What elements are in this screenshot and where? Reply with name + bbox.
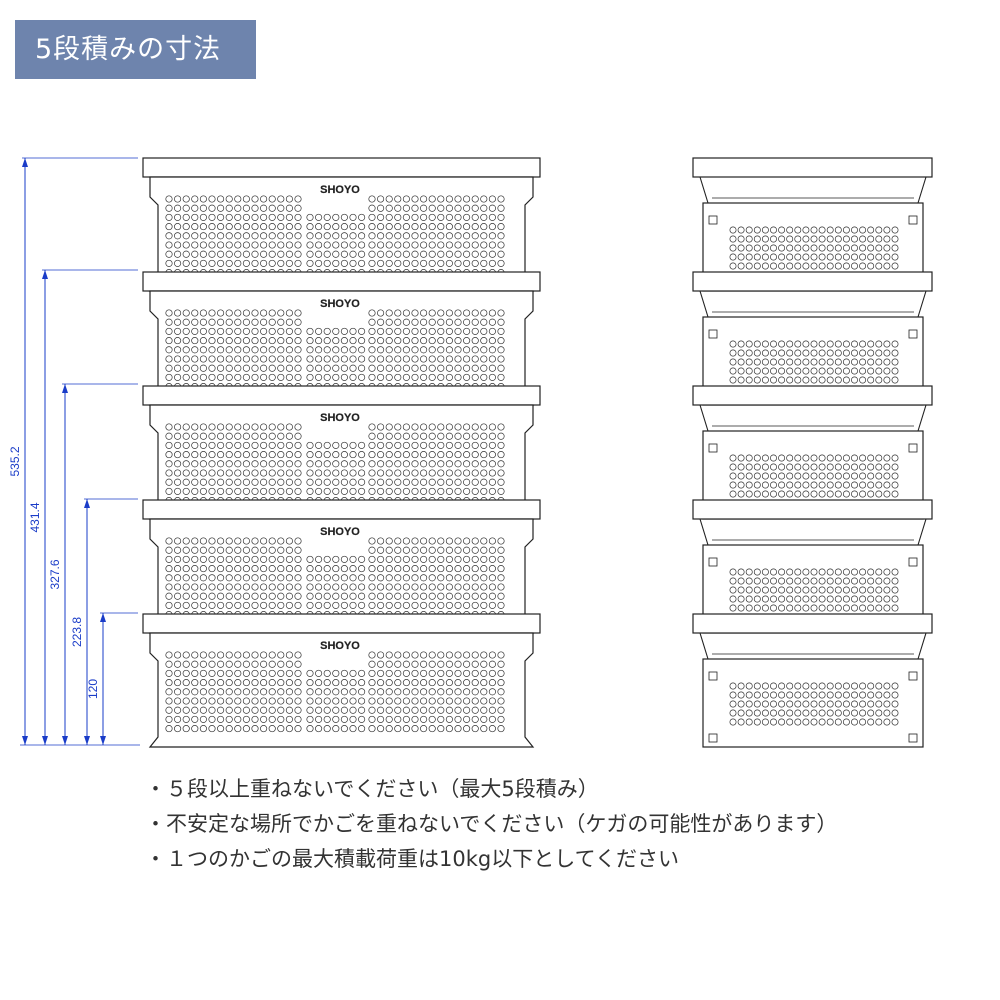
hole-pattern — [729, 226, 899, 270]
handle-slot — [908, 443, 918, 453]
notes-list: ・５段以上重ねないでください（最大5段積み） ・不安定な場所でかごを重ねないでく… — [145, 772, 995, 877]
dimension-lines: 535.2 431.4 327.6 223.8 120 — [8, 157, 140, 746]
handle-slot — [708, 671, 718, 681]
dimension-line: 535.2 — [8, 157, 138, 745]
hole-pattern — [165, 195, 505, 277]
handle-slot — [708, 557, 718, 567]
dimension-label: 431.4 — [28, 502, 42, 532]
dimension-line: 223.8 — [70, 498, 138, 745]
basket-rim — [142, 499, 541, 520]
basket-rim — [692, 271, 933, 292]
dimension-label: 120 — [86, 679, 100, 699]
side-basket — [692, 499, 933, 634]
basket-flare — [699, 518, 927, 546]
hole-pattern — [729, 682, 899, 726]
handle-slot — [708, 329, 718, 339]
side-basket — [692, 157, 933, 292]
handle-slot — [908, 671, 918, 681]
hole-pattern — [729, 340, 899, 384]
basket-body — [702, 658, 924, 748]
hole-pattern — [729, 568, 899, 612]
side-basket — [692, 613, 933, 748]
basket-flare — [699, 176, 927, 204]
note-item: ・１つのかごの最大積載荷重は10kg以下としてください — [145, 847, 679, 871]
handle-slot — [708, 215, 718, 225]
brand-logo: SHOYO — [320, 640, 360, 652]
basket-rim — [692, 157, 933, 178]
note-item: ・不安定な場所でかごを重ねないでください（ケガの可能性があります） — [145, 812, 838, 836]
handle-slot — [908, 733, 918, 743]
front-basket: SHOYO — [142, 499, 541, 634]
handle-slot — [908, 557, 918, 567]
brand-logo: SHOYO — [320, 412, 360, 424]
handle-slot — [908, 329, 918, 339]
handle-slot — [708, 443, 718, 453]
page-title: 5段積みの寸法 — [15, 20, 256, 79]
dimension-label: 223.8 — [70, 617, 84, 647]
brand-logo: SHOYO — [320, 526, 360, 538]
hole-pattern — [729, 454, 899, 498]
basket-rim — [692, 385, 933, 406]
dimension-line: 120 — [86, 612, 138, 745]
side-basket — [692, 385, 933, 520]
basket-rim — [692, 499, 933, 520]
front-basket: SHOYO — [142, 385, 541, 520]
basket-flare — [699, 632, 927, 660]
basket-rim — [142, 385, 541, 406]
front-basket: SHOYO — [142, 271, 541, 406]
dimension-line: 327.6 — [48, 383, 138, 745]
brand-logo: SHOYO — [320, 184, 360, 196]
basket-rim — [142, 271, 541, 292]
side-basket — [692, 271, 933, 406]
dimension-label: 535.2 — [8, 446, 22, 476]
dimension-label: 327.6 — [48, 559, 62, 589]
hole-pattern — [165, 651, 505, 733]
brand-logo: SHOYO — [320, 298, 360, 310]
hole-pattern — [165, 309, 505, 391]
basket-rim — [692, 613, 933, 634]
handle-slot — [708, 733, 718, 743]
basket-flare — [699, 290, 927, 318]
side-view — [692, 157, 933, 748]
handle-slot — [908, 215, 918, 225]
dimension-line: 431.4 — [28, 269, 138, 745]
basket-flare — [699, 404, 927, 432]
basket-rim — [142, 613, 541, 634]
front-basket: SHOYO — [142, 157, 541, 292]
front-view: SHOYO SHOYO SHOYO SHOYO SHOYO — [142, 157, 541, 748]
note-item: ・５段以上重ねないでください（最大5段積み） — [145, 777, 599, 801]
basket-rim — [142, 157, 541, 178]
front-basket: SHOYO — [142, 613, 541, 748]
